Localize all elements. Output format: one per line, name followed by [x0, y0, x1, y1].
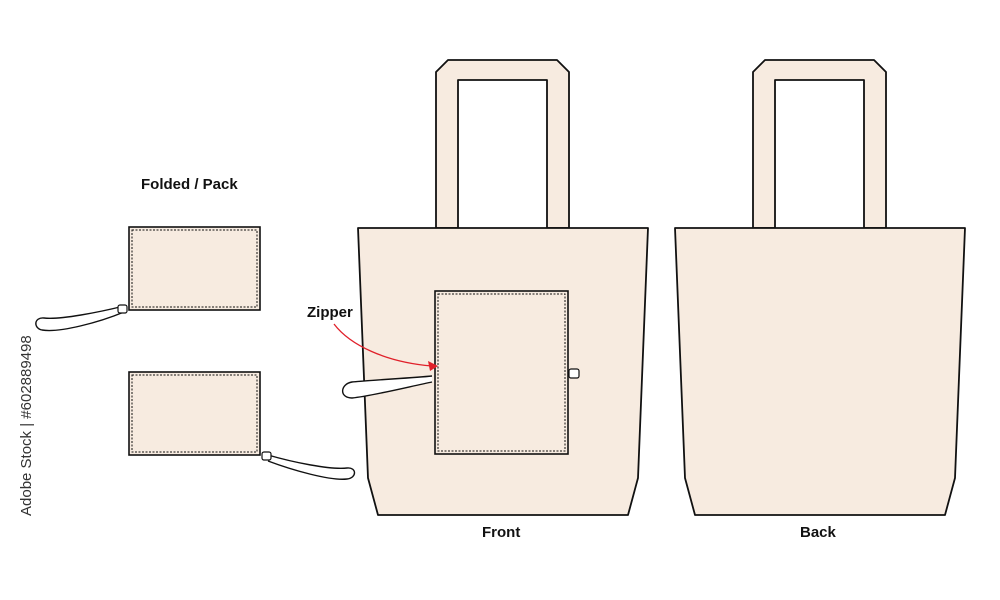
callout-arrowhead: [428, 361, 438, 371]
folded-pack-bottom: [128, 371, 356, 480]
zipper-callout: [333, 323, 438, 371]
folded-pack-label: Folded / Pack: [141, 176, 238, 193]
pocket-zipper-pull: [568, 368, 580, 379]
folded-pack-top: [35, 226, 261, 332]
callout-line: [333, 323, 433, 367]
pouch-body: [128, 226, 261, 311]
pouch-zipper-outline: [131, 374, 258, 453]
front-pocket: [434, 290, 569, 455]
wrist-strap: [35, 305, 125, 332]
tote-back: [674, 59, 966, 516]
front-label: Front: [482, 524, 521, 541]
stock-watermark-id: Adobe Stock | #602889498: [18, 335, 35, 516]
wrist-strap: [267, 454, 356, 480]
front-handle: [435, 59, 570, 229]
pouch-zipper-outline: [131, 229, 258, 308]
back-handle: [752, 59, 887, 229]
back-bag-body: [674, 227, 966, 516]
zipper-pull: [117, 304, 128, 314]
tote-front: [341, 59, 649, 516]
zipper-label: Zipper: [307, 304, 353, 321]
zipper-pull: [261, 451, 272, 461]
pocket-wrist-strap: [341, 375, 433, 399]
pouch-body: [128, 371, 261, 456]
front-pocket-zipper: [437, 293, 566, 452]
back-label: Back: [800, 524, 836, 541]
